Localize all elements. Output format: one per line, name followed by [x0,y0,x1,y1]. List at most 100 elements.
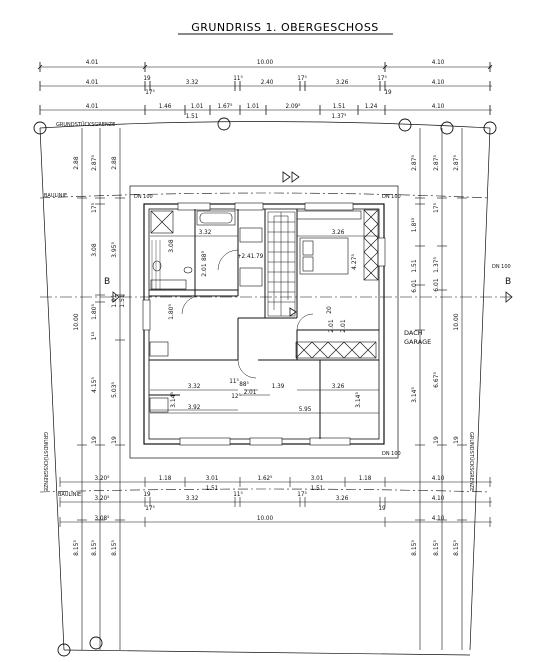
int-dim-bottom-mid: 3.92 [188,404,201,411]
label-grundstuecksgrenze-left: GRUNDSTÜCKSGRENZE [42,432,49,491]
top-dim-r3-e: 1.01 [247,103,260,110]
top-dim-r3-g: 1.51 [333,103,346,110]
bot-dim-r2-s2: 17⁵ [145,505,154,512]
label-grundstuecksgrenze-top: GRUNDSTÜCKSGRENZE [56,121,115,128]
right-dim-small-1: 17⁵ [433,202,440,213]
bot-dim-r1-f: 1.18 [359,475,372,482]
bot-dim-r2-c: 3.26 [336,495,349,502]
label-dn-tr: DN 100 [382,194,401,200]
bot-dim-r1-e: 3.01 [311,475,324,482]
top-dim-r2-s1: 19 [143,75,151,82]
right-dim-outer-2: 10.00 [453,313,460,330]
int-dim-v-low2: 3.14⁵ [355,392,362,408]
section-label-b-right: B [505,277,511,287]
right-dim-mid-4: 6.67⁵ [433,372,440,388]
left-boxes [149,341,169,413]
right-dim-mid-3: 6.01 [433,278,440,292]
top-dimension-chains [40,66,492,111]
bot-dim-r1-sub1: 1.51 [206,485,219,492]
grid-hatch-top [151,240,161,290]
top-dim-r3-f: 2.09⁵ [286,103,301,110]
left-dimension-chains [77,128,125,650]
bot-dim-r2-s5: 19 [378,505,386,512]
int-dim-small-d: 12⁵ [231,393,240,400]
bot-dim-r2-a: 3.20⁵ [95,495,110,502]
int-dim-small-b: 20 [326,306,333,314]
top-dim-r2-s3: 17⁵ [145,89,154,96]
top-dim-r3-sub1: 1.51 [186,113,199,120]
top-dim-r2-s5: 17⁵ [377,75,386,82]
right-dim-inner-3: 1.51 [411,259,418,273]
bot-dim-r1-a: 3.20⁵ [95,475,110,482]
top-dim-r3-sub2: 1.37⁵ [332,113,347,120]
bot-dim-r3-b: 10.00 [257,515,274,522]
label-dn-br: DN 100 [382,451,401,457]
right-dim-inner-2: 1.8¹⁵ [411,217,418,232]
left-dim-outer-3: 8.15⁵ [73,540,80,556]
left-dim-mid-3: 1.80⁵ [91,304,98,320]
label-garage: GARAGE [404,338,431,346]
right-dim-inner-1: 2.87⁵ [411,155,418,171]
right-dim-inner-6: 8.15⁵ [411,540,418,556]
section-arrows-vertical [282,171,300,317]
right-hatch-strip [296,209,379,281]
int-dim-bottom-total: 5.95 [299,406,312,413]
roof-outline [129,185,399,459]
top-dim-r3-d: 1.67⁵ [218,103,233,110]
label-baulinie-top: BAULINIE [44,193,67,199]
top-dim-r3-a: 4.01 [86,103,99,110]
left-dim-outer-1: 2.88 [73,156,80,170]
label-dn-right: DN 100 [492,264,511,270]
label-grundstuecksgrenze-right: GRUNDSTÜCKSGRENZE [468,432,475,491]
left-dim-inner-1: 2.88 [111,156,118,170]
top-dim-r3-b: 1.46 [159,103,172,110]
int-dim-small-c: 11⁵ [229,378,238,385]
right-dim-inner-5: 3.14⁵ [411,387,418,403]
bot-dim-r3-a: 3.08⁵ [95,515,110,522]
bot-dim-r1-d: 1.62⁵ [258,475,273,482]
top-dim-r1-a: 4.01 [86,59,99,66]
level-marker: +2.41.79 [237,253,264,260]
bed [299,237,349,275]
left-dim-inner-2: 3.95⁵ [111,242,118,258]
int-dim-stair-w: 1.39 [272,383,285,390]
interior-walls [149,209,379,439]
int-dim-v-right: 2.01 [340,319,347,333]
left-dim-mid-2: 3.08 [91,243,98,257]
bot-dim-r1-b: 1.18 [159,475,172,482]
bot-dim-r1-g: 4.10 [432,475,445,482]
left-dim-inner-6: 8.15⁵ [111,540,118,556]
left-dim-outer-2: 10.00 [73,313,80,330]
bot-dim-r2-s4: 17⁵ [297,491,306,498]
right-dim-mid-5: 8.15⁵ [433,540,440,556]
bot-dim-r2-s3: 11⁵ [233,491,242,498]
int-dim-small-a: 1.80⁵ [168,304,175,320]
plan-title: GRUNDRISS 1. OBERGESCHOSS [191,21,379,34]
right-dim-mid-2: 1.37⁵ [433,257,440,273]
label-dn-tl: DN 100 [134,194,153,200]
top-dim-r3-c: 1.01 [191,103,204,110]
left-dim-mid-1: 2.87⁵ [91,155,98,171]
bot-dim-r2-b: 3.32 [186,495,199,502]
bottom-dimension-chains [59,477,492,527]
right-dimension-chains [415,128,467,650]
left-dim-mid-5: 8.15⁵ [91,540,98,556]
label-dach: DACH [404,329,423,337]
staircase [267,211,296,317]
int-dim-door-a: 88⁵ [239,381,248,388]
top-dim-r1-b: 10.00 [257,59,274,66]
bot-dim-r1-sub2: 1.51 [311,485,324,492]
int-dim-bottom-left: 3.32 [188,383,201,390]
int-dim-door-c: 88⁵ [201,250,208,261]
top-dim-r2-s6: 19 [384,89,392,96]
int-dim-v-room2: 2.01 [201,263,208,277]
left-dim-inner-4: 1.51 [119,294,126,308]
bot-dim-r2-s1: 19 [143,491,151,498]
top-dim-r2-d: 3.26 [336,79,349,86]
top-dim-r2-e: 4.10 [432,79,445,86]
int-dim-v-room1: 3.08 [168,239,175,253]
bot-dim-r2-d: 4.10 [432,495,445,502]
boundary-markers [33,117,497,657]
baulinie-lines [39,192,491,493]
